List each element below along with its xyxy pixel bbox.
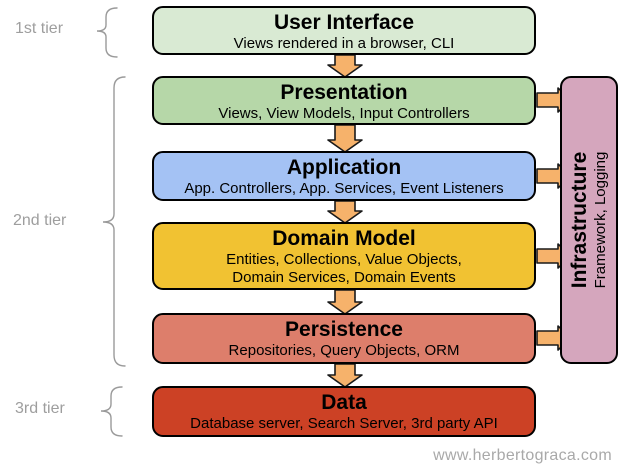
layer-title-infrastructure: Infrastructure bbox=[568, 151, 591, 289]
layer-title-user-interface: User Interface bbox=[273, 11, 415, 34]
layer-box-persistence: Persistence Repositories, Query Objects,… bbox=[152, 313, 536, 364]
tier-label-2nd: 2nd tier bbox=[13, 212, 67, 229]
layer-box-data: Data Database server, Search Server, 3rd… bbox=[152, 386, 536, 437]
layer-box-presentation: Presentation Views, View Models, Input C… bbox=[152, 76, 536, 125]
layer-title-persistence: Persistence bbox=[285, 318, 403, 341]
layer-subtitle-domain-model: Entities, Collections, Value Objects, Do… bbox=[226, 251, 462, 286]
brace-tier-3-icon bbox=[100, 386, 123, 437]
layer-box-user-interface: User Interface Views rendered in a brows… bbox=[152, 6, 536, 55]
down-arrow-icon-presentation-application bbox=[327, 124, 363, 153]
layer-box-application: Application App. Controllers, App. Servi… bbox=[152, 151, 536, 201]
layer-title-presentation: Presentation bbox=[280, 81, 408, 104]
website-url: www.herbertograca.com bbox=[433, 447, 612, 464]
layer-title-application: Application bbox=[286, 156, 402, 179]
layer-title-domain-model: Domain Model bbox=[272, 227, 416, 250]
down-arrow-icon-application-domain bbox=[327, 200, 363, 224]
layer-box-domain-model: Domain Model Entities, Collections, Valu… bbox=[152, 222, 536, 290]
tier-label-1st: 1st tier bbox=[15, 20, 64, 37]
down-arrow-icon-ui-presentation bbox=[327, 54, 363, 78]
layer-subtitle-infrastructure: Framework, Logging bbox=[592, 151, 609, 289]
layer-box-infrastructure: Infrastructure Framework, Logging bbox=[560, 76, 618, 364]
brace-tier-2-icon bbox=[102, 76, 126, 367]
layer-subtitle-data: Database server, Search Server, 3rd part… bbox=[190, 415, 498, 432]
tier-label-3rd: 3rd tier bbox=[15, 400, 65, 417]
infrastructure-rotated-text: Infrastructure Framework, Logging bbox=[560, 76, 618, 364]
down-arrow-icon-domain-persistence bbox=[327, 289, 363, 315]
layer-title-data: Data bbox=[321, 391, 367, 414]
layer-subtitle-application: App. Controllers, App. Services, Event L… bbox=[184, 180, 504, 197]
layer-subtitle-persistence: Repositories, Query Objects, ORM bbox=[228, 342, 460, 359]
layer-subtitle-presentation: Views, View Models, Input Controllers bbox=[218, 105, 470, 122]
layer-subtitle-user-interface: Views rendered in a browser, CLI bbox=[233, 35, 455, 52]
brace-tier-1-icon bbox=[96, 7, 118, 58]
down-arrow-icon-persistence-data bbox=[327, 363, 363, 388]
